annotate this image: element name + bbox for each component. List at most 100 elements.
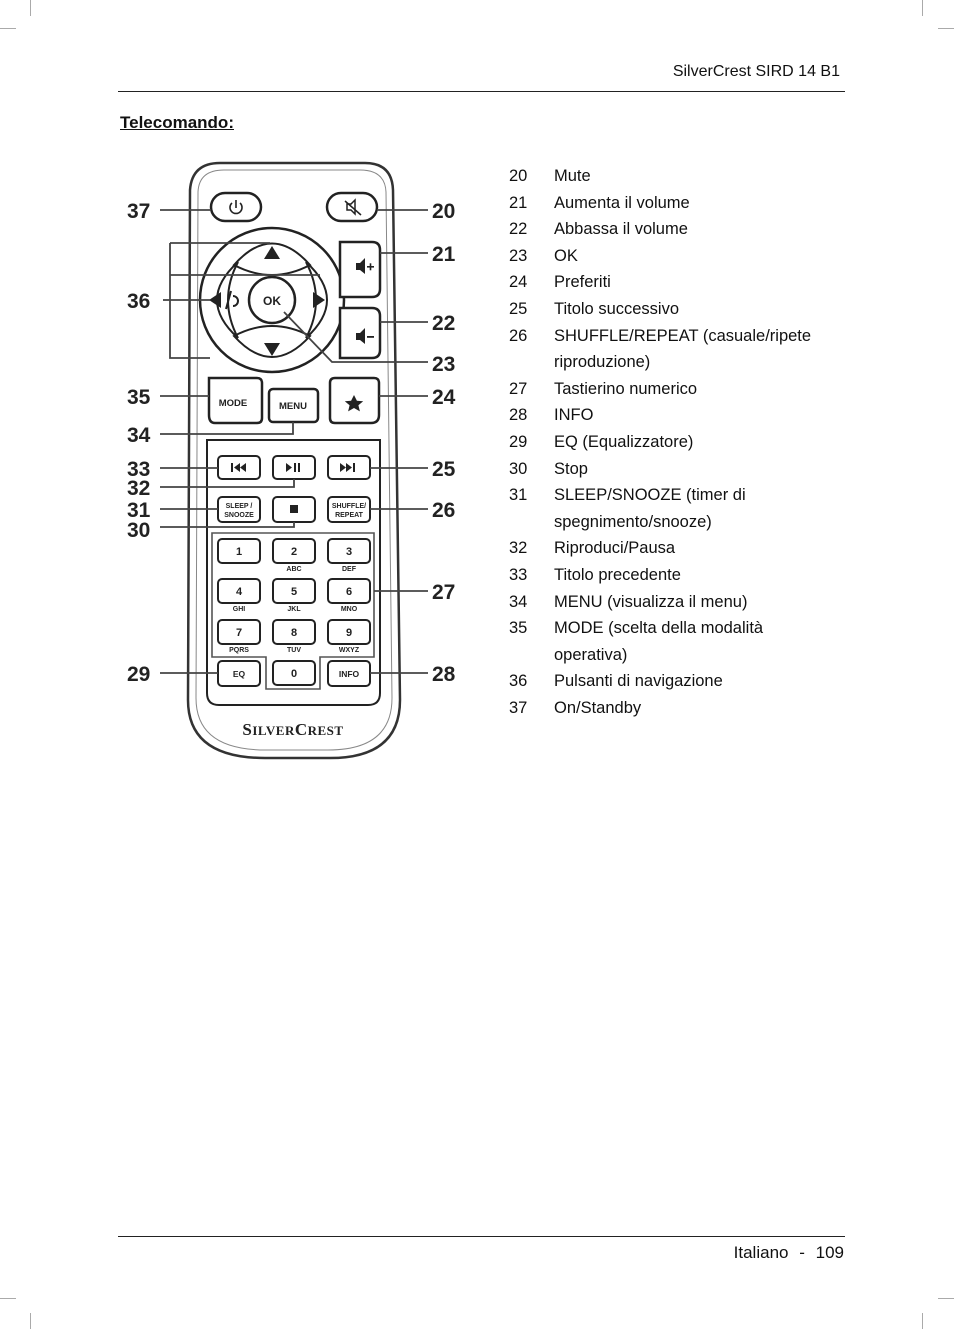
legend-text: MENU (visualizza il menu) <box>554 592 748 611</box>
footer-separator: - <box>799 1243 805 1262</box>
legend-text: Mute <box>554 167 591 185</box>
callout-25: 25 <box>432 458 456 481</box>
header-title: SilverCrest SIRD 14 B1 <box>672 63 840 80</box>
keypad-digit: 6 <box>346 586 352 598</box>
callout-37: 37 <box>127 200 150 223</box>
keypad-letters: GHI <box>233 606 246 613</box>
keypad-digit: 9 <box>346 627 352 639</box>
legend-item: 24 Preferiti <box>509 269 839 296</box>
legend-number: 36 <box>509 672 528 691</box>
stop-icon <box>290 505 298 513</box>
keypad-digit: 3 <box>346 546 352 558</box>
keypad-letters: DEF <box>342 566 357 573</box>
crop-mark <box>30 0 31 16</box>
power-icon <box>229 200 243 215</box>
legend-text: Titolo successivo <box>554 299 680 318</box>
nav-down-button <box>232 324 312 358</box>
eq-label: EQ <box>233 669 246 679</box>
callout-32: 32 <box>127 477 150 500</box>
legend-number: 30 <box>509 459 528 478</box>
legend-number: 24 <box>509 273 528 292</box>
callout-21: 21 <box>432 243 456 266</box>
crop-mark <box>922 0 923 16</box>
keypad-letters: TUV <box>287 647 301 654</box>
arrow-up-icon <box>264 246 280 259</box>
legend-text: OK <box>554 246 578 265</box>
sleep-label-line2: SNOOZE <box>224 512 254 519</box>
keypad-digit: 0 <box>291 668 297 680</box>
keypad-button-0 <box>272 660 316 686</box>
keypad-button-6 <box>327 578 371 604</box>
legend-item: 35 MODE (scelta della modalità operativa) <box>509 615 839 668</box>
info-label: INFO <box>339 669 360 679</box>
previous-track-icon <box>231 463 246 472</box>
mute-icon <box>344 198 362 216</box>
section-title: Telecomando: <box>120 113 234 132</box>
keypad-outline <box>211 532 375 690</box>
keypad-digit: 8 <box>291 627 297 639</box>
callout-22: 22 <box>432 312 455 335</box>
keypad-button-7 <box>217 619 261 645</box>
legend-text: SHUFFLE/REPEAT (casuale/ripete riproduzi… <box>554 326 812 372</box>
shuffle-label-line1: SHUFFLE/ <box>332 503 366 510</box>
legend-text: MODE (scelta della modalità operativa) <box>554 619 764 664</box>
callout-20: 20 <box>432 200 455 223</box>
legend-text: Aumenta il volume <box>554 193 690 212</box>
legend-text: Preferiti <box>554 273 611 292</box>
keypad-button-4 <box>217 578 261 604</box>
legend-text: Titolo precedente <box>554 565 681 584</box>
callout-29: 29 <box>127 663 150 686</box>
ok-button <box>247 275 297 325</box>
callout-24: 24 <box>432 386 456 409</box>
arrow-right-icon <box>313 292 325 308</box>
keypad-letters: WXYZ <box>339 647 360 654</box>
keypad-digit: 2 <box>291 546 297 558</box>
legend-number: 32 <box>509 539 528 558</box>
legend-number: 25 <box>509 299 528 318</box>
crop-mark <box>30 1313 31 1329</box>
keypad-digit: 7 <box>236 627 242 639</box>
footer-rule <box>118 1236 845 1237</box>
keypad-button-8 <box>272 619 316 645</box>
legend-item: 30 Stop <box>509 456 839 483</box>
shuffle-label-line2: REPEAT <box>335 512 364 519</box>
legend-number: 27 <box>509 379 528 398</box>
callout-33: 33 <box>127 458 150 481</box>
legend-item: 34 MENU (visualizza il menu) <box>509 589 839 616</box>
legend-number: 37 <box>509 698 528 717</box>
callout-35: 35 <box>127 386 151 409</box>
header-rule <box>118 91 845 92</box>
callout-34: 34 <box>127 424 151 447</box>
nav-up-button <box>232 242 312 277</box>
mode-label: MODE <box>219 398 248 409</box>
callout-30: 30 <box>127 519 150 542</box>
legend-text: INFO <box>554 406 594 425</box>
legend-text: Stop <box>554 459 588 478</box>
back-arrow-icon <box>209 290 239 310</box>
volume-up-icon <box>356 258 374 274</box>
footer-page-number: 109 <box>815 1243 844 1262</box>
keypad-digit: 5 <box>291 586 297 598</box>
crop-mark <box>922 1313 923 1329</box>
sleep-label-line1: SLEEP / <box>226 503 253 510</box>
callout-31: 31 <box>127 499 151 522</box>
star-icon <box>344 395 364 412</box>
keypad-digit: 1 <box>236 546 242 558</box>
legend-number: 34 <box>509 592 528 611</box>
arrow-down-icon <box>264 343 280 356</box>
callout-23: 23 <box>432 353 455 376</box>
keypad-button-2 <box>272 538 316 564</box>
crop-mark <box>938 1298 954 1299</box>
legend-number: 35 <box>509 619 528 638</box>
legend-number: 22 <box>509 220 528 239</box>
keypad-button-1 <box>217 538 261 564</box>
callout-lines <box>160 209 428 674</box>
